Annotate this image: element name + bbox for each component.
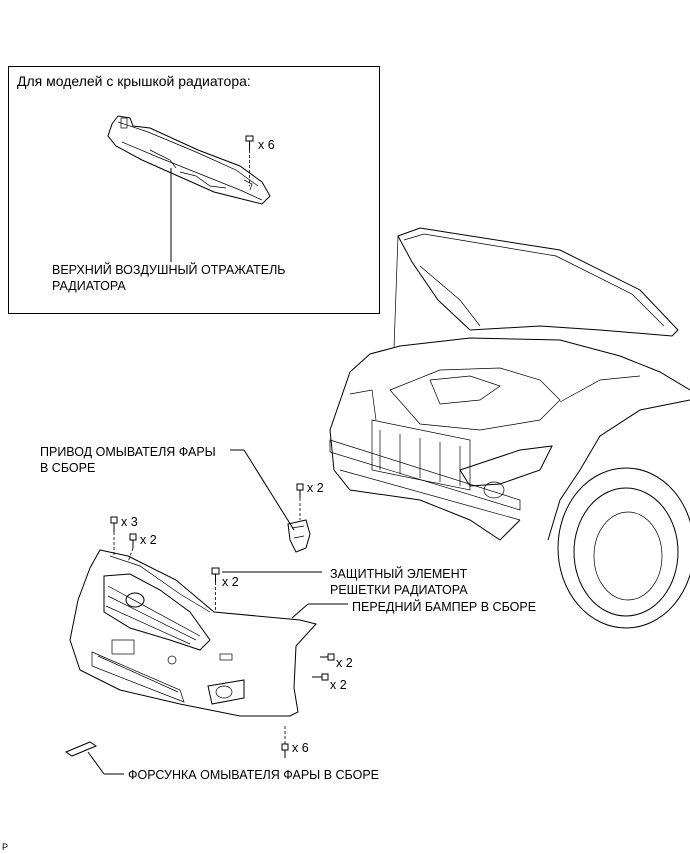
- front-bumper-assembly: [69, 549, 348, 717]
- air-deflector-label-line1: ВЕРХНИЙ ВОЗДУШНЫЙ ОТРАЖАТЕЛЬ: [52, 263, 286, 277]
- side-screw-icon: [312, 673, 329, 681]
- bumper-top-screw-icon: [110, 516, 118, 556]
- headlamp-washer-actuator: [230, 449, 311, 553]
- side-clip-quantity: x 2: [336, 656, 353, 670]
- bumper-top-screw-quantity: x 3: [121, 515, 138, 529]
- radiator-upper-air-deflector: [107, 115, 271, 262]
- actuator-bolt-quantity: x 2: [307, 481, 324, 495]
- grille-protector-clip-icon: [211, 567, 322, 612]
- side-screw-quantity: x 2: [330, 678, 347, 692]
- actuator-label-line2: В СБОРЕ: [40, 461, 96, 475]
- side-clip-icon: [320, 653, 335, 661]
- corner-mark: P: [2, 842, 9, 852]
- headlamp-washer-nozzle: [64, 741, 124, 775]
- bumper-top-clip-icon: [127, 533, 137, 563]
- bumper-top-clip-quantity: x 2: [140, 533, 157, 547]
- actuator-bolt-icon: [296, 483, 304, 520]
- inset-clip-quantity: x 6: [258, 138, 275, 152]
- bottom-screw-icon: [281, 726, 289, 758]
- washer-nozzle-label: ФОРСУНКА ОМЫВАТЕЛЯ ФАРЫ В СБОРЕ: [128, 768, 379, 782]
- front-bumper-label: ПЕРЕДНИЙ БАМПЕР В СБОРЕ: [352, 600, 537, 614]
- grille-clip-quantity: x 2: [222, 575, 239, 589]
- inset-frame: [8, 66, 380, 314]
- inset-clip-icon: [245, 135, 254, 186]
- grille-protector-label-line1: ЗАЩИТНЫЙ ЭЛЕМЕНТ: [330, 567, 468, 581]
- grille-protector-label-line2: РЕШЕТКИ РАДИАТОРА: [330, 583, 468, 597]
- air-deflector-label-line2: РАДИАТОРА: [52, 279, 126, 293]
- inset-title: Для моделей с крышкой радиатора:: [17, 73, 251, 89]
- actuator-label-line1: ПРИВОД ОМЫВАТЕЛЯ ФАРЫ: [40, 445, 216, 459]
- bottom-screw-quantity: x 6: [292, 741, 309, 755]
- car-front-with-open-hood: [329, 227, 690, 629]
